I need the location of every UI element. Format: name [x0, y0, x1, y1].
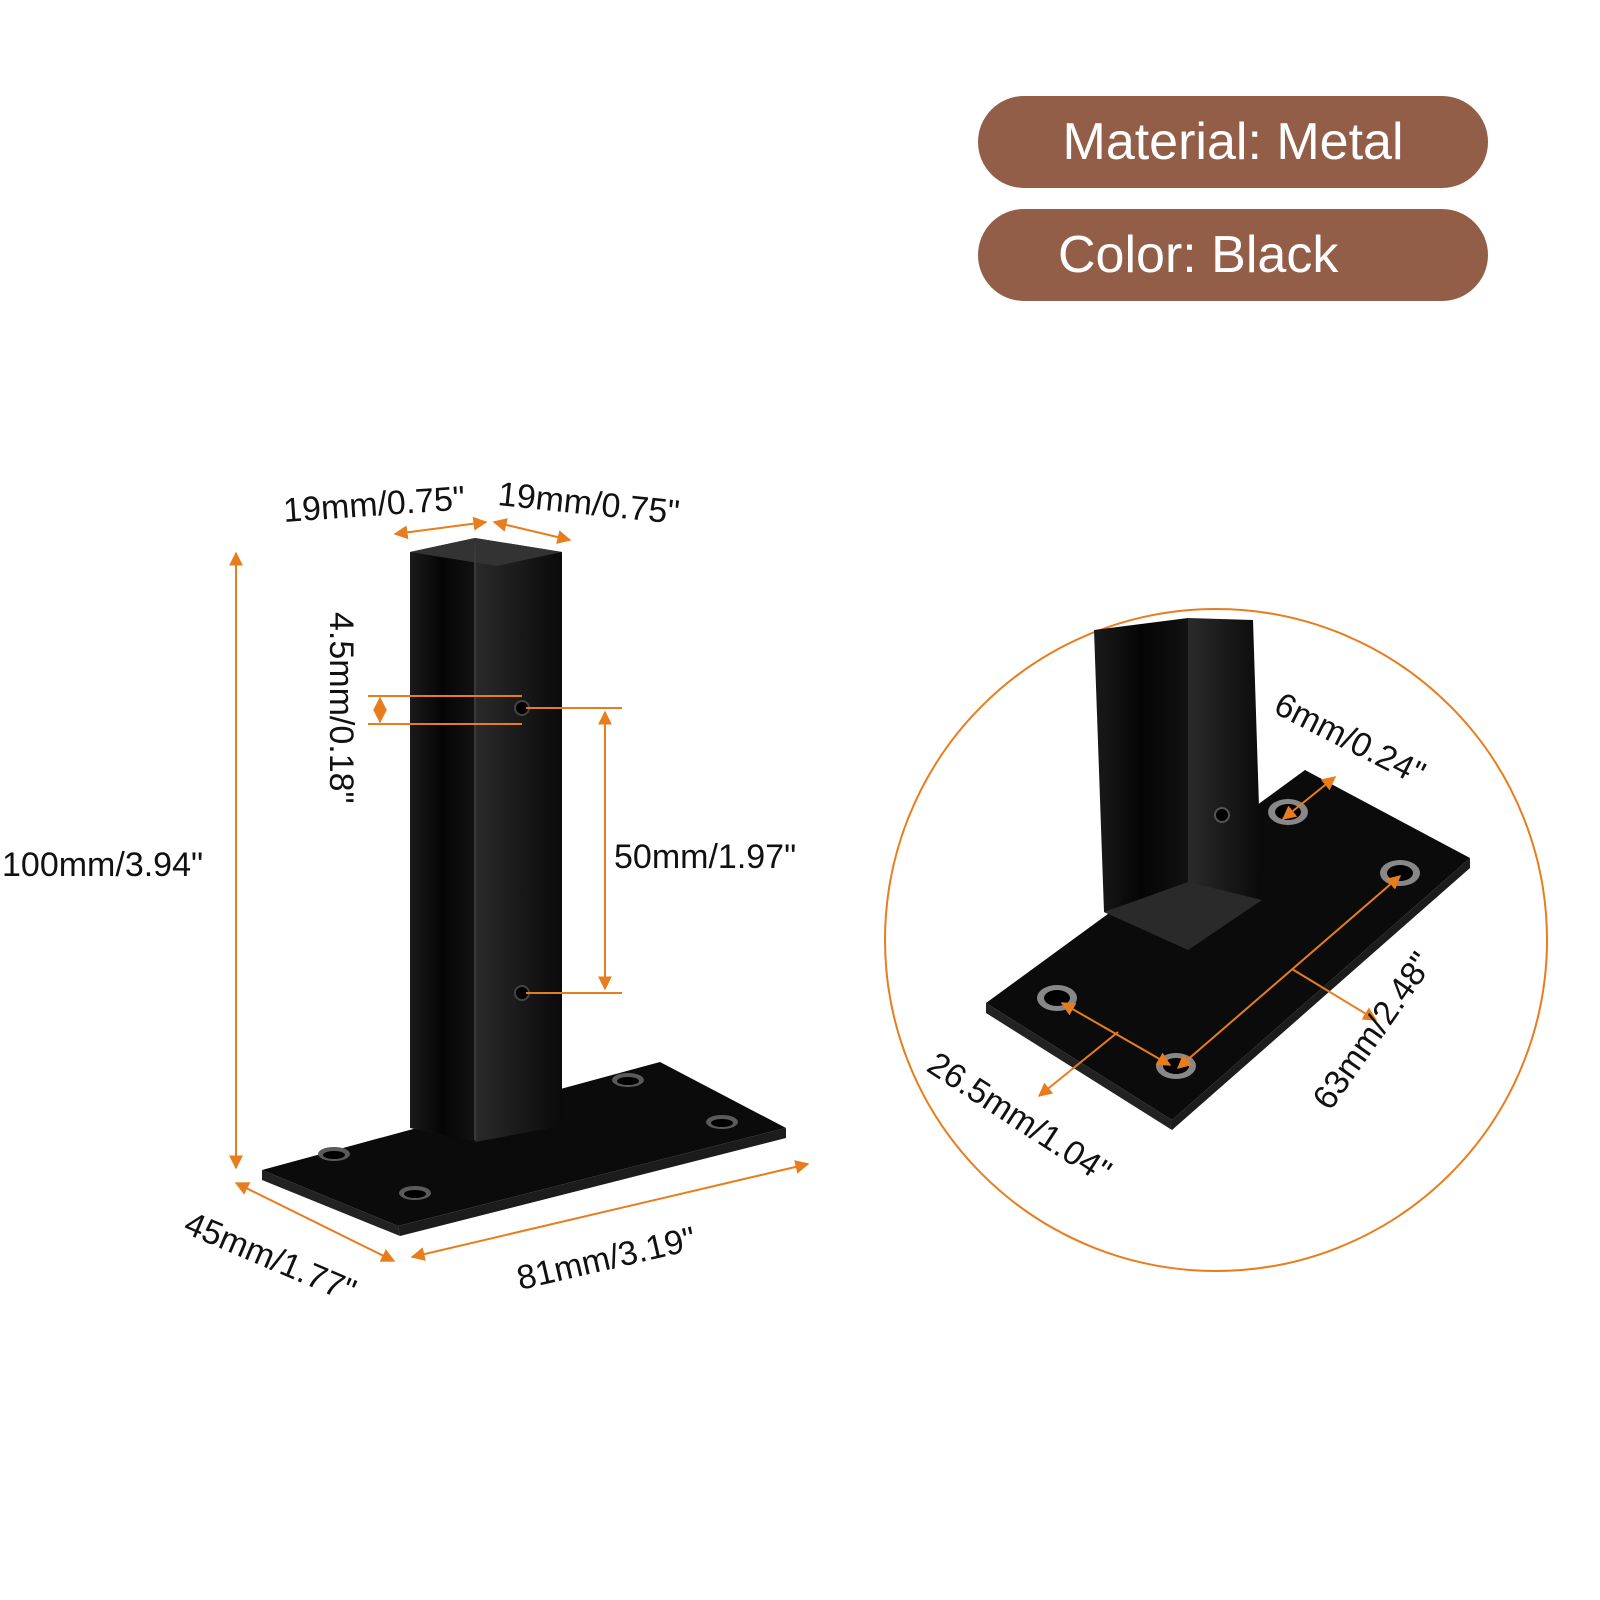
- color-badge-label: Color: Black: [1058, 226, 1339, 284]
- left-product-view: 19mm/0.75" 19mm/0.75" 100mm/3.94" 4.5mm/…: [2, 475, 810, 1311]
- base-length-label: 81mm/3.19": [513, 1220, 699, 1298]
- detail-zoom-view: 6mm/0.24" 26.5mm/1.04" 63mm/2.48": [884, 608, 1548, 1272]
- tube-width-side-label: 19mm/0.75": [496, 475, 681, 532]
- material-badge: Material: Metal: [978, 96, 1488, 188]
- color-badge: Color: Black: [978, 209, 1488, 301]
- hole-spacing-label: 50mm/1.97": [614, 838, 796, 876]
- material-badge-label: Material: Metal: [1062, 113, 1404, 171]
- base-width-label: 45mm/1.77": [179, 1204, 362, 1310]
- dimension-lines-left: [229, 516, 810, 1262]
- tube-width-front-label: 19mm/0.75": [282, 479, 466, 530]
- dimension-lines-detail: [1037, 776, 1402, 1097]
- square-tube-left: [410, 538, 562, 1142]
- height-label: 100mm/3.94": [2, 846, 203, 884]
- square-tube-detail: [1094, 618, 1262, 950]
- tube-hole-diameter-label: 4.5mm/0.18": [322, 612, 360, 804]
